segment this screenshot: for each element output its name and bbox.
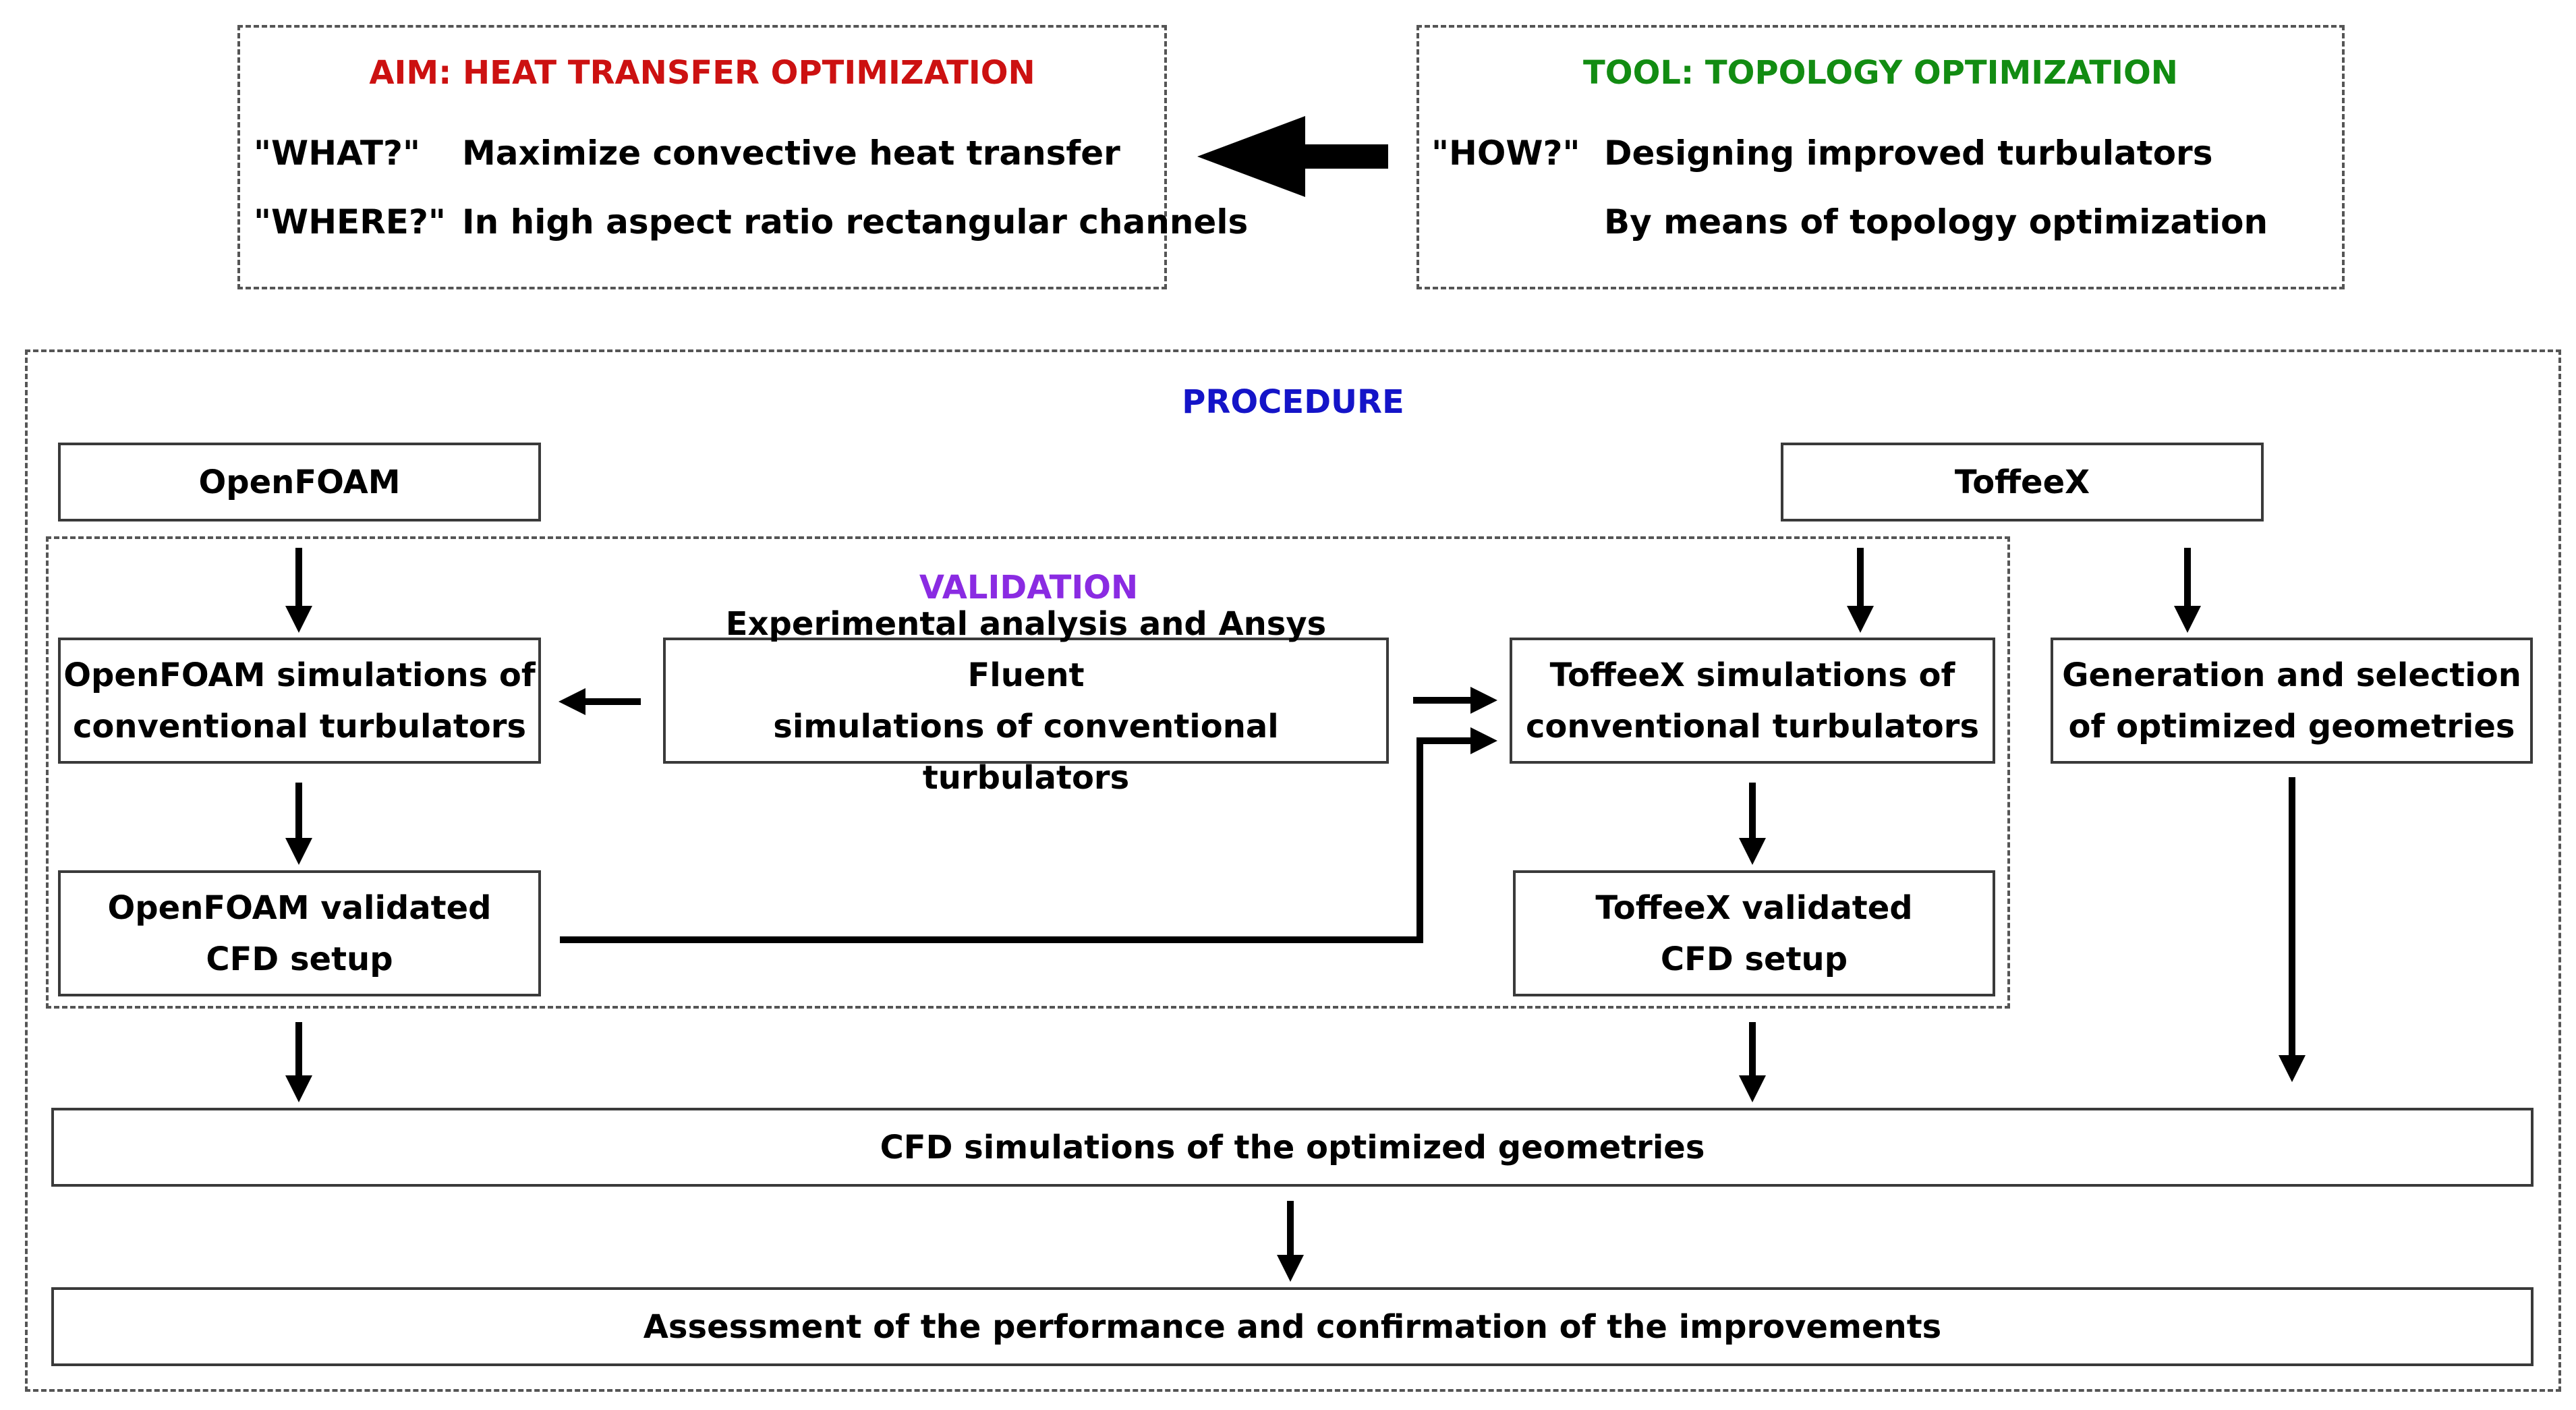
experimental-analysis-box: Experimental analysis and Ansys Fluent s… (663, 605, 1389, 797)
tool-title: TOOL: TOPOLOGY OPTIMIZATION (1583, 54, 2178, 92)
aim-where-key: "WHERE?" (254, 202, 446, 242)
procedure-panel (25, 349, 2561, 1392)
procedure-title: PROCEDURE (1182, 383, 1404, 421)
assessment-label: Assessment of the performance and confir… (643, 1307, 1942, 1346)
openfoam-sim-line-1: OpenFOAM simulations of (63, 656, 536, 694)
validation-title: VALIDATION (919, 569, 1139, 607)
cfd-optimized-label: CFD simulations of the optimized geometr… (880, 1128, 1705, 1166)
openfoam-box: OpenFOAM (58, 443, 541, 521)
openfoam-simulations-box: OpenFOAM simulations of conventional tur… (58, 638, 541, 764)
openfoam-label: OpenFOAM (198, 463, 401, 501)
aim-panel (237, 25, 1167, 289)
experimental-line-1: Experimental analysis and Ansys Fluent (725, 604, 1327, 694)
aim-what-value: Maximize convective heat transfer (462, 134, 1120, 173)
toffeex-valid-line-2: CFD setup (1660, 940, 1848, 978)
generation-selection-box: Generation and selection of optimized ge… (2051, 638, 2533, 764)
assessment-box: Assessment of the performance and confir… (51, 1287, 2534, 1366)
openfoam-valid-line-1: OpenFOAM validated (107, 889, 492, 927)
aim-what-key: "WHAT?" (254, 134, 421, 173)
openfoam-sim-line-2: conventional turbulators (72, 707, 527, 745)
tool-how-value-2: By means of topology optimization (1604, 202, 2268, 242)
toffeex-simulations-box: ToffeeX simulations of conventional turb… (1510, 638, 1995, 764)
toffeex-box: ToffeeX (1781, 443, 2264, 521)
validation-panel (46, 536, 2010, 1009)
tool-how-key: "HOW?" (1431, 134, 1580, 173)
toffeex-label: ToffeeX (1954, 463, 2090, 501)
openfoam-validated-box: OpenFOAM validated CFD setup (58, 870, 541, 996)
generation-line-2: of optimized geometries (2068, 707, 2515, 745)
toffeex-sim-line-1: ToffeeX simulations of (1549, 656, 1955, 694)
aim-title: AIM: HEAT TRANSFER OPTIMIZATION (369, 54, 1035, 92)
cfd-optimized-box: CFD simulations of the optimized geometr… (51, 1108, 2534, 1187)
toffeex-sim-line-2: conventional turbulators (1525, 707, 1980, 745)
experimental-line-2: simulations of conventional turbulators (773, 707, 1279, 797)
generation-line-1: Generation and selection (2062, 656, 2521, 694)
tool-how-value-1: Designing improved turbulators (1604, 134, 2213, 173)
tool-panel (1416, 25, 2345, 289)
toffeex-valid-line-1: ToffeeX validated (1595, 889, 1913, 927)
openfoam-valid-line-2: CFD setup (206, 940, 393, 978)
toffeex-validated-box: ToffeeX validated CFD setup (1513, 870, 1995, 996)
big-left-arrow (1197, 116, 1388, 197)
aim-where-value: In high aspect ratio rectangular channel… (462, 202, 1249, 242)
